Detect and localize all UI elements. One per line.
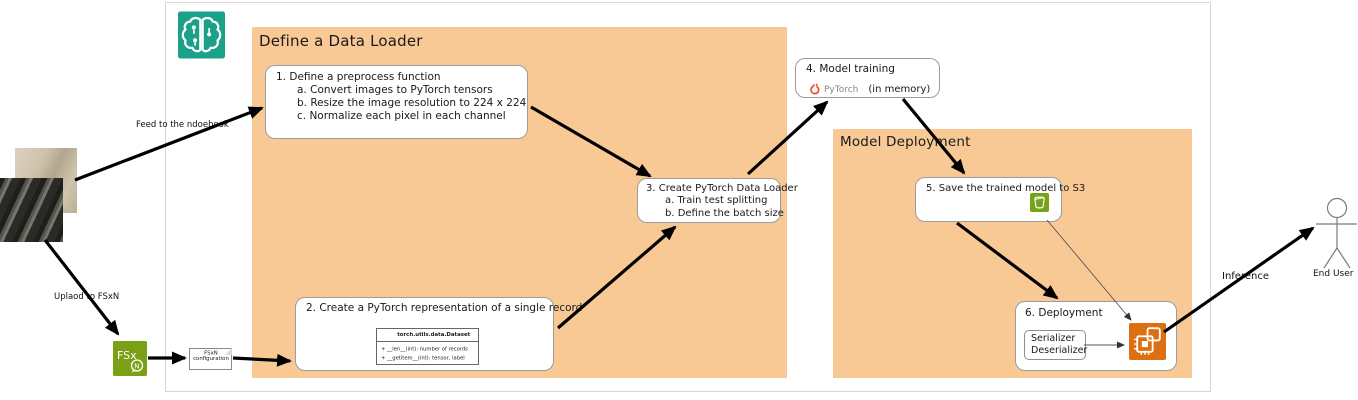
node-deployment: 6. Deployment Serializer Deserializer (1015, 301, 1177, 371)
node-item: a. Train test splitting (665, 195, 768, 206)
memory-note: (in memory) (868, 84, 931, 95)
sagemaker-brain-icon (178, 11, 225, 63)
serializer-box: Serializer Deserializer (1024, 330, 1088, 360)
svg-text:N: N (134, 363, 139, 371)
edge-label-feed-notebook: Feed to the ndoebook (136, 120, 229, 130)
deserializer-label: Deserializer (1031, 345, 1088, 356)
node-preprocess-function: 1. Define a preprocess function a. Conve… (265, 65, 528, 139)
fsxn-configuration-doc: FSxN configuration (189, 348, 232, 370)
node-item: b. Define the batch size (665, 207, 784, 219)
node-title: 4. Model training (806, 63, 895, 75)
node-item: c. Normalize each pixel in each channel (297, 110, 506, 122)
node-model-training: 4. Model training PyTorch (in memory) (795, 58, 940, 98)
node-single-record: 2. Create a PyTorch representation of a … (295, 297, 583, 371)
edge-label-inference: Inference (1222, 271, 1269, 282)
node-pytorch-data-loader: 3. Create PyTorch Data Loader a. Train t… (637, 178, 798, 223)
node-item: a. Convert images to PyTorch tensors (297, 84, 493, 96)
fsx-netapp-icon: FSx N (113, 341, 147, 380)
uml-member: + __getitem__(int): tensor, label (381, 355, 465, 362)
container-model-deployment-title: Model Deployment (840, 134, 971, 150)
uml-class-dataset: torch.utils.data.Dataset + __len__(int):… (376, 328, 479, 365)
arrow-upload-fsxn (43, 239, 120, 336)
container-data-loader-title: Define a Data Loader (259, 32, 423, 50)
node-title: 3. Create PyTorch Data Loader (646, 183, 798, 194)
doc-line: configuration (192, 355, 229, 362)
sagemaker-endpoint-icon (1129, 323, 1166, 364)
svg-text:FSx: FSx (117, 349, 137, 362)
node-title: 6. Deployment (1025, 307, 1103, 319)
node-title: 5. Save the trained model to S3 (926, 183, 1086, 194)
uml-class-name: torch.utils.data.Dataset (377, 329, 478, 342)
end-user-actor (1316, 197, 1357, 269)
uml-member: + __len__(int): number of records (381, 346, 468, 353)
node-item: b. Resize the image resolution to 224 x … (297, 97, 527, 109)
doc-line: FSxN (203, 350, 218, 357)
edge-label-upload-fsxn: Uplaod to FSxN (54, 292, 120, 302)
s3-bucket-icon (1030, 193, 1049, 216)
serializer-label: Serializer (1031, 333, 1076, 344)
tire-photo-dark (0, 178, 63, 242)
end-user-label: End User (1313, 269, 1354, 279)
node-title: 2. Create a PyTorch representation of a … (306, 302, 583, 314)
pytorch-logo-icon (808, 80, 821, 99)
node-title: 1. Define a preprocess function (276, 71, 441, 83)
pytorch-label: PyTorch (824, 84, 859, 95)
diagram-outer-frame (165, 2, 1211, 392)
node-save-model-s3: 5. Save the trained model to S3 (915, 177, 1086, 222)
